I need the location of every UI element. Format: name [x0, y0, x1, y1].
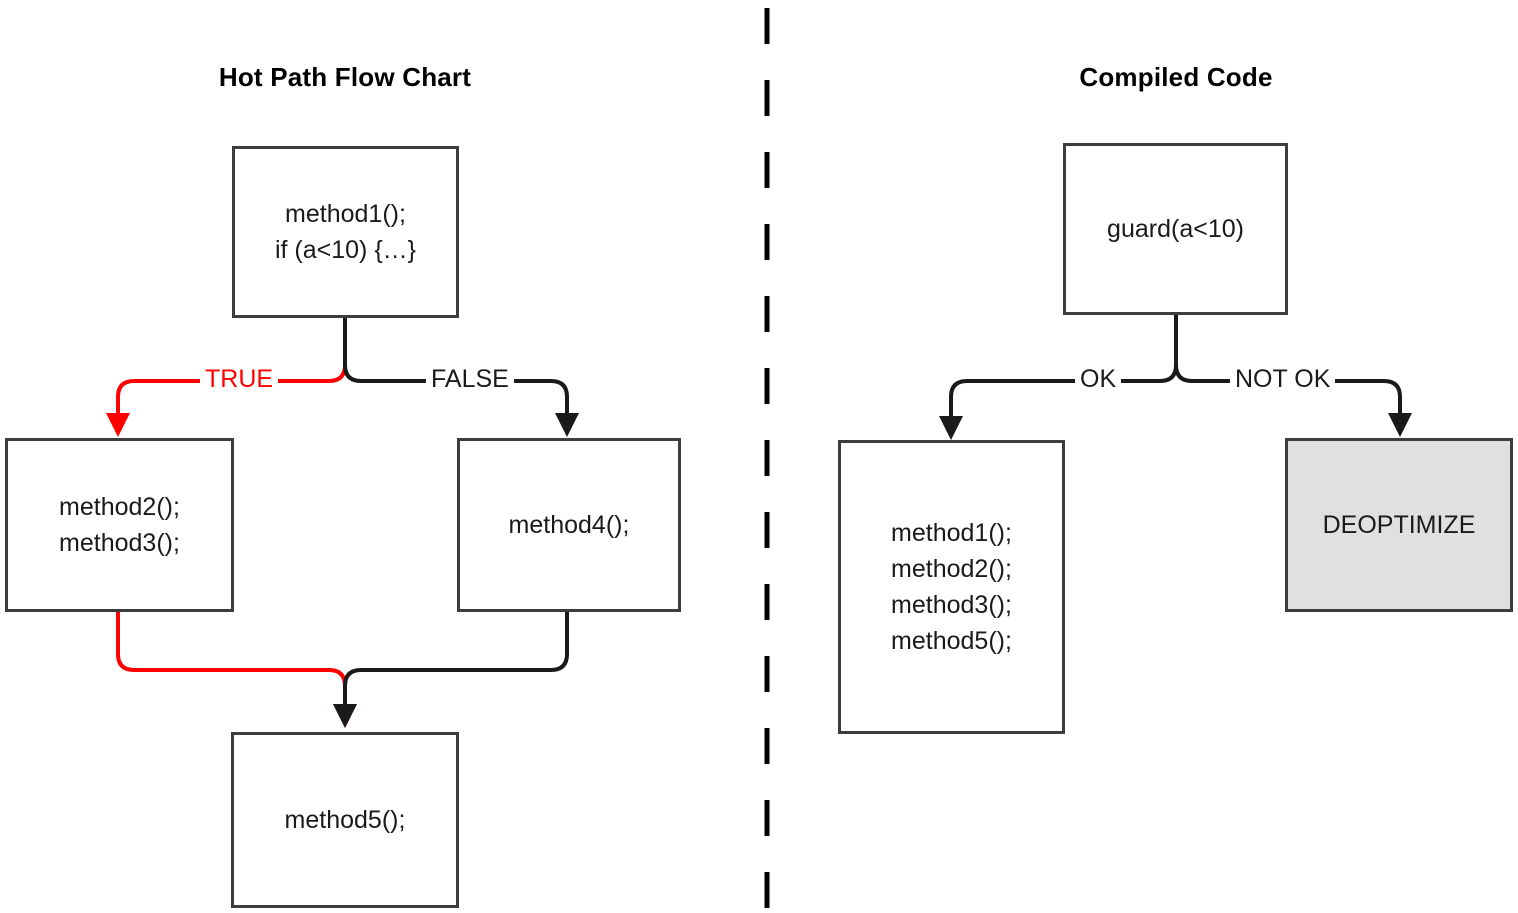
edge-method23-method5: [116, 611, 357, 728]
panel-title-hot-path: Hot Path Flow Chart: [218, 62, 472, 92]
edge-guard-ok: [939, 315, 1178, 440]
node-guard[interactable]: guard(a<10): [1063, 143, 1288, 315]
node-method4[interactable]: method4();: [457, 438, 681, 612]
node-method5-text: method5();: [284, 806, 406, 834]
node-guard-text: guard(a<10): [1107, 215, 1244, 243]
node-compiled-body-text: method1(); method2(); method3(); method5…: [891, 519, 1012, 655]
edge-label-ok: OK: [1075, 365, 1122, 393]
edge-label-not-ok: NOT OK: [1230, 365, 1336, 393]
node-method2-method3[interactable]: method2(); method3();: [5, 438, 234, 612]
node-method1[interactable]: method1(); if (a<10) {…}: [232, 146, 459, 318]
node-deoptimize[interactable]: DEOPTIMIZE: [1285, 438, 1513, 612]
node-method5[interactable]: method5();: [231, 732, 459, 908]
edge-label-false: FALSE: [426, 365, 514, 393]
node-compiled-body[interactable]: method1(); method2(); method3(); method5…: [838, 440, 1065, 734]
edge-method4-method5: [333, 611, 569, 728]
edge-label-true: TRUE: [200, 365, 279, 393]
node-method2-method3-text: method2(); method3();: [59, 493, 180, 557]
node-method1-text: method1(); if (a<10) {…}: [274, 200, 417, 264]
node-deoptimize-text: DEOPTIMIZE: [1322, 511, 1476, 539]
node-method4-text: method4();: [508, 511, 630, 539]
panel-title-compiled-code: Compiled Code: [1079, 62, 1273, 92]
